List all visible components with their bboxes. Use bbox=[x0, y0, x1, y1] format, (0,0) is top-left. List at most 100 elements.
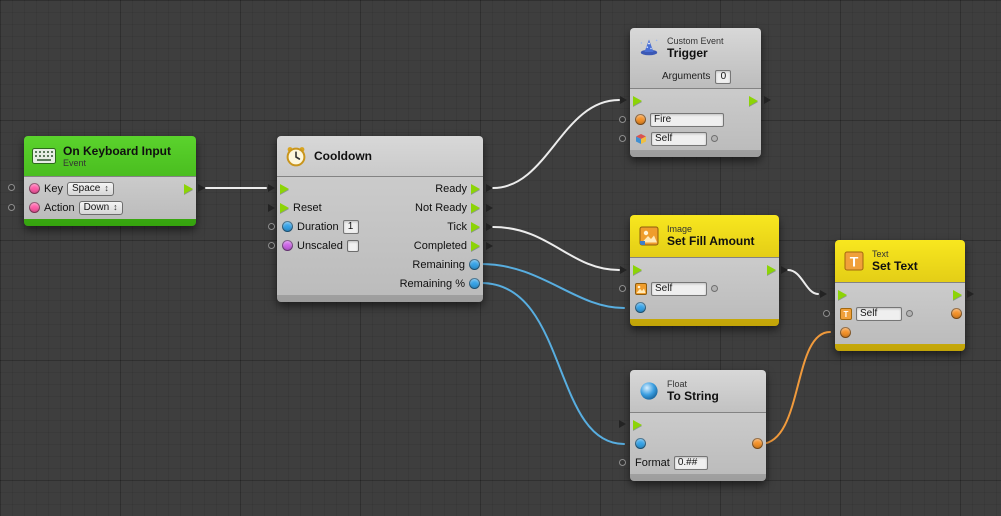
wire-remainingpct-to-tostring[interactable] bbox=[480, 282, 625, 445]
node-on-keyboard-input[interactable]: On Keyboard Input Event Key Space ↕ Acti… bbox=[24, 136, 196, 226]
duration-tick-row: Duration 1 Tick bbox=[277, 217, 483, 236]
float-input-port[interactable] bbox=[635, 438, 646, 449]
ext-port-reset-in[interactable] bbox=[268, 204, 275, 212]
flow-output-port[interactable] bbox=[953, 289, 962, 300]
node-cooldown[interactable]: Cooldown Ready Reset Not Ready Duration … bbox=[277, 136, 483, 302]
ext-port-image-target-in[interactable] bbox=[619, 285, 626, 292]
action-dropdown[interactable]: Down ↕ bbox=[78, 200, 123, 215]
ext-port-event-name-in[interactable] bbox=[619, 116, 626, 123]
flow-row bbox=[630, 91, 761, 110]
wire-ready-to-trigger[interactable] bbox=[492, 99, 620, 189]
ext-port-completed-out[interactable] bbox=[486, 242, 493, 250]
node-surtitle: Image bbox=[667, 223, 693, 234]
wire-tick-to-setfillamount[interactable] bbox=[492, 226, 620, 271]
target-row: Self bbox=[630, 129, 761, 148]
wire-remaining-to-fillamount[interactable] bbox=[480, 263, 625, 309]
not-ready-output-port[interactable] bbox=[471, 202, 480, 213]
svg-text:T: T bbox=[844, 310, 849, 319]
unscaled-checkbox[interactable] bbox=[346, 239, 359, 252]
ext-port-cooldown-flow-in[interactable] bbox=[268, 184, 275, 192]
ext-port-keyboard-flow-out[interactable] bbox=[198, 184, 205, 192]
tick-output-port[interactable] bbox=[471, 221, 480, 232]
completed-output-port[interactable] bbox=[471, 240, 480, 251]
format-field[interactable]: 0.## bbox=[673, 455, 708, 470]
duration-label: Duration bbox=[297, 220, 339, 233]
node-title: Trigger bbox=[667, 46, 708, 61]
ext-port-duration-in[interactable] bbox=[268, 223, 275, 230]
ext-port-trigger-flow-out[interactable] bbox=[764, 96, 771, 104]
remaining-output-port[interactable] bbox=[469, 259, 480, 270]
ext-port-ready-out[interactable] bbox=[486, 184, 493, 192]
unscaled-input-port[interactable] bbox=[282, 240, 293, 251]
node-surtitle: Text bbox=[872, 248, 889, 259]
text-component-icon: T bbox=[844, 251, 864, 271]
key-dropdown[interactable]: Space ↕ bbox=[66, 181, 114, 196]
ext-port-key-input[interactable] bbox=[8, 184, 15, 191]
ext-port-unscaled-in[interactable] bbox=[268, 242, 275, 249]
event-name-input-port[interactable] bbox=[635, 114, 646, 125]
remaining-pct-label: Remaining % bbox=[399, 277, 465, 290]
node-title: To String bbox=[667, 389, 719, 404]
arguments-field[interactable]: 0 bbox=[715, 69, 732, 84]
remaining-pct-row: Remaining % bbox=[277, 274, 483, 293]
flow-input-port[interactable] bbox=[633, 95, 642, 106]
ext-port-settext-flow-in[interactable] bbox=[820, 290, 827, 298]
ready-label: Ready bbox=[435, 182, 467, 195]
node-image-set-fill-amount[interactable]: Image Set Fill Amount Self bbox=[630, 215, 779, 326]
format-label: Format bbox=[635, 456, 670, 469]
ext-port-settext-flow-out[interactable] bbox=[967, 290, 974, 298]
target-field[interactable]: Self bbox=[856, 306, 902, 321]
fill-amount-row bbox=[630, 298, 779, 317]
duration-input-port[interactable] bbox=[282, 221, 293, 232]
target-field[interactable]: Self bbox=[651, 281, 707, 296]
action-row: Action Down ↕ bbox=[24, 198, 196, 217]
target-object-port[interactable] bbox=[906, 310, 913, 317]
flow-output-port[interactable] bbox=[767, 264, 776, 275]
node-surtitle: Custom Event bbox=[667, 35, 724, 46]
target-object-port[interactable] bbox=[711, 285, 718, 292]
flow-input-port[interactable] bbox=[280, 183, 289, 194]
key-input-port[interactable] bbox=[29, 183, 40, 194]
node-text-set-text[interactable]: T Text Set Text T Self bbox=[835, 240, 965, 351]
target-object-port[interactable] bbox=[711, 135, 718, 142]
flow-input-port[interactable] bbox=[633, 419, 642, 430]
target-row: Self bbox=[630, 279, 779, 298]
node-float-to-string[interactable]: Float To String Format 0.## bbox=[630, 370, 766, 481]
string-output-port[interactable] bbox=[752, 438, 763, 449]
text-small-icon: T bbox=[840, 307, 852, 320]
ready-output-port[interactable] bbox=[471, 183, 480, 194]
flow-output-port[interactable] bbox=[184, 183, 193, 194]
flow-row bbox=[630, 260, 779, 279]
wire-setfillamount-to-settext[interactable] bbox=[787, 269, 819, 295]
ext-port-trigger-flow-in[interactable] bbox=[620, 96, 627, 104]
ext-port-tostring-flow-in[interactable] bbox=[619, 420, 626, 428]
action-input-port[interactable] bbox=[29, 202, 40, 213]
text-value-input-port[interactable] bbox=[840, 327, 851, 338]
remaining-pct-output-port[interactable] bbox=[469, 278, 480, 289]
flow-input-port[interactable] bbox=[633, 264, 642, 275]
reset-input-port[interactable] bbox=[280, 202, 289, 213]
node-header: Custom Event Trigger bbox=[630, 28, 761, 68]
flow-input-port[interactable] bbox=[838, 289, 847, 300]
node-trigger-custom-event[interactable]: Custom Event Trigger Arguments 0 Fire bbox=[630, 28, 761, 157]
event-name-field[interactable]: Fire bbox=[650, 112, 724, 127]
node-title: On Keyboard Input bbox=[63, 143, 171, 158]
text-output-port[interactable] bbox=[951, 308, 962, 319]
ext-port-not-ready-out[interactable] bbox=[486, 204, 493, 212]
wire-tostring-to-settext[interactable] bbox=[759, 331, 831, 445]
event-name-row: Fire bbox=[630, 110, 761, 129]
ext-port-fillamount-flow-in[interactable] bbox=[620, 266, 627, 274]
ext-port-fillamount-flow-out[interactable] bbox=[781, 266, 788, 274]
fill-amount-input-port[interactable] bbox=[635, 302, 646, 313]
ext-port-format-in[interactable] bbox=[619, 459, 626, 466]
ext-port-trigger-target-in[interactable] bbox=[619, 135, 626, 142]
duration-field[interactable]: 1 bbox=[342, 219, 359, 234]
format-row: Format 0.## bbox=[630, 453, 766, 472]
flow-output-port[interactable] bbox=[749, 95, 758, 106]
node-surtitle: Float bbox=[667, 378, 688, 389]
ext-port-settext-target-in[interactable] bbox=[823, 310, 830, 317]
target-field[interactable]: Self bbox=[651, 131, 707, 146]
ext-port-tick-out[interactable] bbox=[486, 223, 493, 231]
ext-port-action-input[interactable] bbox=[8, 204, 15, 211]
